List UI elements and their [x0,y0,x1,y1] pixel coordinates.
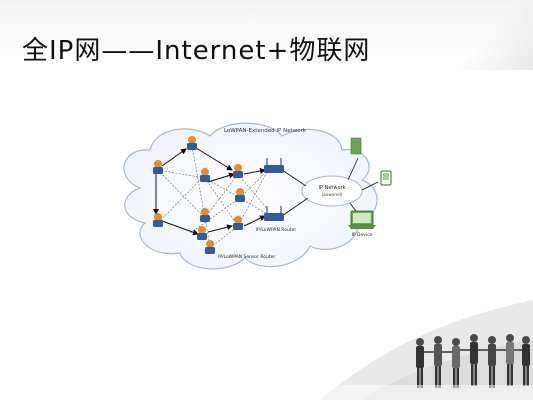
border-router-label: IP/LoWPAN Router [256,227,297,233]
people-silhouettes [416,334,530,388]
mesh-links [157,145,271,249]
ip-device-label: IP Device [352,232,373,238]
people-decoration [320,300,533,400]
ip-network-sublabel: (powered) [322,192,343,197]
sensor-node [197,226,207,240]
sensor-node [153,213,163,227]
header-band [0,0,533,80]
lowpan-cloud [123,122,378,270]
sensor-node [200,168,210,182]
sensor-node [200,208,210,222]
sensor-node [153,160,163,174]
border-router-top [264,158,284,173]
border-router-bottom [264,206,284,221]
solid-links [153,147,266,236]
ip-device-server [350,137,362,155]
ip-network-label: IP Network [319,185,346,191]
corner-decoration [463,0,533,70]
sensor-nodes [153,136,245,254]
network-diagram: LoWPAN-Extended IP Network IP Network (p… [123,122,392,270]
sensor-node [233,216,243,230]
ip-network-cloud [301,175,363,207]
cloud-label: LoWPAN-Extended IP Network [224,128,307,134]
ip-device-laptop [348,210,376,229]
sensor-node [235,188,245,202]
ip-device-handheld [380,170,392,186]
slide-title: 全IP网——Internet+物联网 [22,36,371,66]
sensor-node [233,164,243,178]
sensor-node [205,240,215,254]
sensor-node [187,136,197,150]
sensor-router-label: IP/LoWPAN Sensor Router [218,254,275,260]
